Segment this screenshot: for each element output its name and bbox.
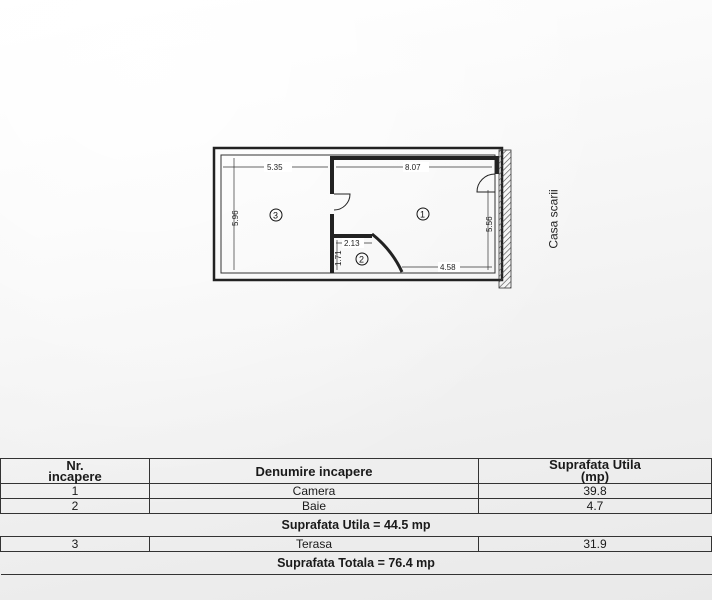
table-row: 1 Camera 39.8 (0, 483, 712, 499)
room-3-number: 3 (273, 211, 278, 221)
row2-area: 4.7 (478, 498, 712, 514)
header-area: Suprafata Utila (mp) (478, 458, 712, 484)
stair-wall-hatch (498, 149, 512, 289)
stair-label: Casa scarii (546, 189, 561, 249)
row3-name: Terasa (149, 536, 479, 552)
dim-label-596: 5.96 (231, 210, 240, 226)
floor-plan: 5.35 8.07 5.96 5.56 2.13 1.71 4.58 3 1 2 (212, 146, 512, 289)
dim-label-171: 1.71 (334, 250, 343, 266)
entrance-door-swing (476, 173, 496, 193)
dim-bg-535 (264, 162, 292, 172)
dim-label-807: 8.07 (405, 163, 421, 172)
row3-area: 31.9 (478, 536, 712, 552)
row1-nr: 1 (0, 483, 150, 499)
room-2-marker (355, 252, 369, 266)
dim-bg-458 (438, 262, 460, 272)
bathroom-top-wall (334, 234, 372, 238)
room-table: Nr. incapere Denumire incapere Suprafata… (0, 458, 712, 575)
dim-label-535: 5.35 (267, 163, 283, 172)
partition-wall-lower (330, 214, 334, 273)
row3-nr: 3 (0, 536, 150, 552)
subtotal-text: Suprafata Utila = 44.5 mp (0, 513, 712, 537)
inner-wall-line (220, 154, 496, 274)
row1-name: Camera (149, 483, 479, 499)
room-1-number: 1 (420, 210, 425, 220)
table-header-row: Nr. incapere Denumire incapere Suprafata… (0, 458, 712, 484)
room-3-marker (269, 208, 283, 222)
partition-wall-upper (330, 156, 334, 194)
outer-wall (212, 146, 504, 282)
dim-label-556: 5.56 (485, 216, 494, 232)
right-wall-upper (495, 156, 499, 174)
row2-nr: 2 (0, 498, 150, 514)
total-text: Suprafata Totala = 76.4 mp (0, 551, 712, 575)
total-row: Suprafata Totala = 76.4 mp (0, 551, 712, 575)
dim-bg-213 (342, 238, 364, 248)
row1-area: 39.8 (478, 483, 712, 499)
table-row: 2 Baie 4.7 (0, 498, 712, 514)
dim-label-458: 4.58 (440, 263, 456, 272)
bathroom-curved-wall (371, 232, 404, 273)
room-1-marker (416, 207, 430, 221)
dim-bg-807 (403, 162, 429, 172)
room1-top-wall (331, 156, 495, 160)
dim-label-213: 2.13 (344, 239, 360, 248)
header-name: Denumire incapere (149, 458, 479, 484)
row2-name: Baie (149, 498, 479, 514)
header-nr: Nr. incapere (0, 458, 150, 484)
door-swing-room3 (333, 193, 351, 211)
room-2-number: 2 (359, 255, 364, 265)
table-row: 3 Terasa 31.9 (0, 536, 712, 552)
subtotal-row: Suprafata Utila = 44.5 mp (0, 513, 712, 537)
